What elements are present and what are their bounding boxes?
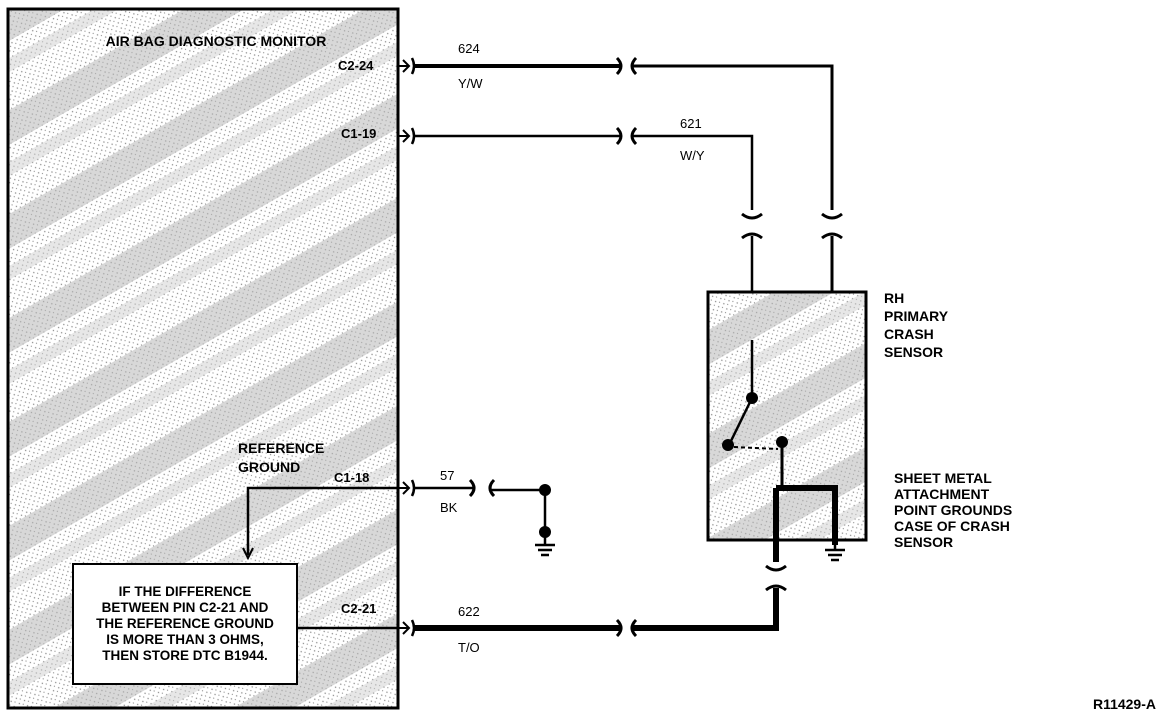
crash-sensor-case xyxy=(706,290,868,542)
reference-ground-label-1: REFERENCE xyxy=(238,440,324,456)
wire-622 xyxy=(410,564,787,638)
sheet-metal-note-line-5: SENSOR xyxy=(894,534,953,550)
reference-ground-label-2: GROUND xyxy=(238,459,300,475)
wire-621-circuit: 621 xyxy=(680,116,702,131)
wire-624 xyxy=(410,56,834,210)
wire-624-circuit: 624 xyxy=(458,41,480,56)
dtc-note-line-1: IF THE DIFFERENCE xyxy=(118,584,252,599)
pin-c2-24-terminal xyxy=(398,59,411,73)
sensor-ground-icon xyxy=(825,540,845,562)
module-ground-icon xyxy=(535,532,555,557)
dtc-note-box: IF THE DIFFERENCE BETWEEN PIN C2-21 AND … xyxy=(72,563,298,685)
wire-622-color: T/O xyxy=(458,640,480,655)
sheet-metal-note-line-2: ATTACHMENT xyxy=(894,486,990,502)
dtc-note-line-4: IS MORE THAN 3 OHMS, xyxy=(106,632,264,647)
sensor-label-line-3: CRASH xyxy=(884,326,934,342)
figure-id: R11429-A xyxy=(1092,696,1156,712)
sensor-label-line-1: RH xyxy=(884,290,904,306)
sheet-metal-note-line-3: POINT GROUNDS xyxy=(894,502,1012,518)
wire-621 xyxy=(410,126,754,210)
sheet-metal-note-line-4: CASE OF CRASH xyxy=(894,518,1010,534)
wire-621-color: W/Y xyxy=(680,148,705,163)
dtc-note-line-3: THE REFERENCE GROUND xyxy=(96,616,274,631)
pin-label-c1-18: C1-18 xyxy=(334,470,369,485)
dtc-note-line-2: BETWEEN PIN C2-21 AND xyxy=(101,600,269,615)
pin-label-c1-19: C1-19 xyxy=(341,126,376,141)
dtc-note-line-5: THEN STORE DTC B1944. xyxy=(102,648,268,663)
crash-sensor-switch xyxy=(722,340,838,562)
pin-label-c2-24: C2-24 xyxy=(338,58,374,73)
reference-ground-trace xyxy=(246,486,398,555)
wire-57-color: BK xyxy=(440,500,458,515)
wire-57-circuit: 57 xyxy=(440,468,454,483)
sensor-label-line-4: SENSOR xyxy=(884,344,943,360)
module-title: AIR BAG DIAGNOSTIC MONITOR xyxy=(106,33,327,49)
pin-c2-21-terminal xyxy=(398,621,411,635)
sheet-metal-note-line-1: SHEET METAL xyxy=(894,470,992,486)
wire-624-color: Y/W xyxy=(458,76,483,91)
pin-label-c2-21: C2-21 xyxy=(341,601,376,616)
wire-622-circuit: 622 xyxy=(458,604,480,619)
sensor-label-line-2: PRIMARY xyxy=(884,308,949,324)
wire-57 xyxy=(410,478,551,538)
pin-c1-19-terminal xyxy=(398,129,411,143)
pin-c1-18-terminal xyxy=(398,481,411,495)
